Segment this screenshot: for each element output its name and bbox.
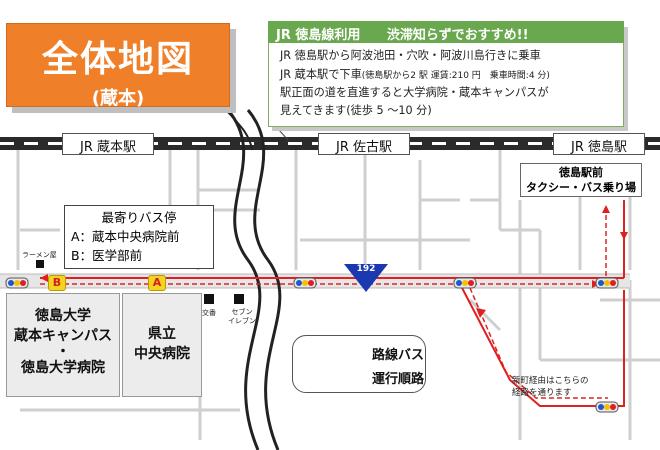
bus-stop-b-label: B：医学部前 — [71, 248, 143, 263]
hospital-line1: 県立 — [148, 326, 176, 342]
terminal-line2: タクシー・バス乗り場 — [526, 181, 636, 194]
access-info-line2-small: (徳島駅から2 駅 運賃:210 円 乗車時間:4 分) — [361, 71, 550, 81]
map-title: 全体地図 — [41, 39, 194, 80]
access-info-line2: JR 蔵本駅で下車(徳島駅から2 駅 運賃:210 円 乗車時間:4 分) — [280, 66, 550, 82]
shinmachi-note-line2: 経路を通ります — [512, 388, 572, 398]
university-name: 徳島大学 — [35, 308, 91, 324]
university-hospital: 徳島大学病院 — [21, 360, 105, 376]
university-campus: 蔵本キャンパス — [14, 328, 112, 344]
station-kuramoto: JR 蔵本駅 — [62, 133, 154, 155]
access-info-note: 渋滞知らずでおすすめ!! — [386, 28, 529, 43]
hospital-line2: 中央病院 — [134, 346, 190, 362]
access-info-line1: JR 徳島駅から阿波池田・穴吹・阿波川島行きに乗車 — [280, 49, 541, 62]
station-tokushima: JR 徳島駅 — [553, 133, 645, 155]
bus-stop-b-badge: B — [48, 275, 66, 291]
station-sako: JR 佐古駅 — [318, 133, 410, 155]
prefectural-hospital-block: 県立 中央病院 — [122, 293, 202, 397]
nearest-bus-stops-heading: 最寄りバス停 — [101, 210, 177, 225]
university-dot: ・ — [56, 344, 70, 360]
access-info-header: JR 徳島線利用 渋滞知らずでおすすめ!! — [268, 21, 624, 43]
shinmachi-note: 新町経由はこちらの 経路を通ります — [512, 375, 589, 399]
terminal-line1: 徳島駅前 — [559, 166, 603, 179]
bus-stop-markers — [5, 277, 619, 413]
route-legend — [292, 335, 426, 393]
ramen-shop-marker — [36, 260, 44, 268]
bus-stop-a-badge: A — [148, 275, 166, 291]
access-info-line2-main: JR 蔵本駅で下車 — [280, 68, 362, 81]
bus-stop-a-label: A：蔵本中央病院前 — [71, 229, 180, 244]
road-grid — [16, 150, 660, 440]
access-info-line3: 駅正面の道を直進すると大学病院・蔵本キャンパスが — [280, 86, 549, 99]
access-info-title: JR 徳島線利用 — [276, 28, 361, 43]
nearest-bus-stops: 最寄りバス停 A：蔵本中央病院前 B：医学部前 — [64, 205, 214, 269]
seven-eleven-label: セブン イレブン — [228, 308, 256, 325]
bus-route — [40, 200, 628, 407]
route-192-sign — [344, 264, 388, 292]
shinmachi-note-line1: 新町経由はこちらの — [512, 376, 589, 386]
koban-marker — [204, 294, 214, 304]
route-192-number: 192 — [356, 264, 376, 274]
ramen-shop-label: ラーメン屋 — [22, 251, 57, 259]
map-title-box: 全体地図 (蔵本) — [6, 23, 230, 109]
legend-order-label: 運行順路 — [372, 372, 425, 387]
legend-bus-label: 路線バス — [372, 348, 425, 363]
access-info-line4: 見えてきます(徒歩 5 ～10 分) — [280, 104, 432, 117]
seven-eleven-marker — [234, 294, 244, 304]
university-block: 徳島大学 蔵本キャンパス ・ 徳島大学病院 — [6, 293, 120, 397]
map-subtitle: (蔵本) — [91, 88, 145, 109]
tokushima-bus-terminal: 徳島駅前 タクシー・バス乗り場 — [520, 163, 642, 197]
river — [225, 109, 282, 450]
koban-label: 交番 — [202, 309, 216, 317]
